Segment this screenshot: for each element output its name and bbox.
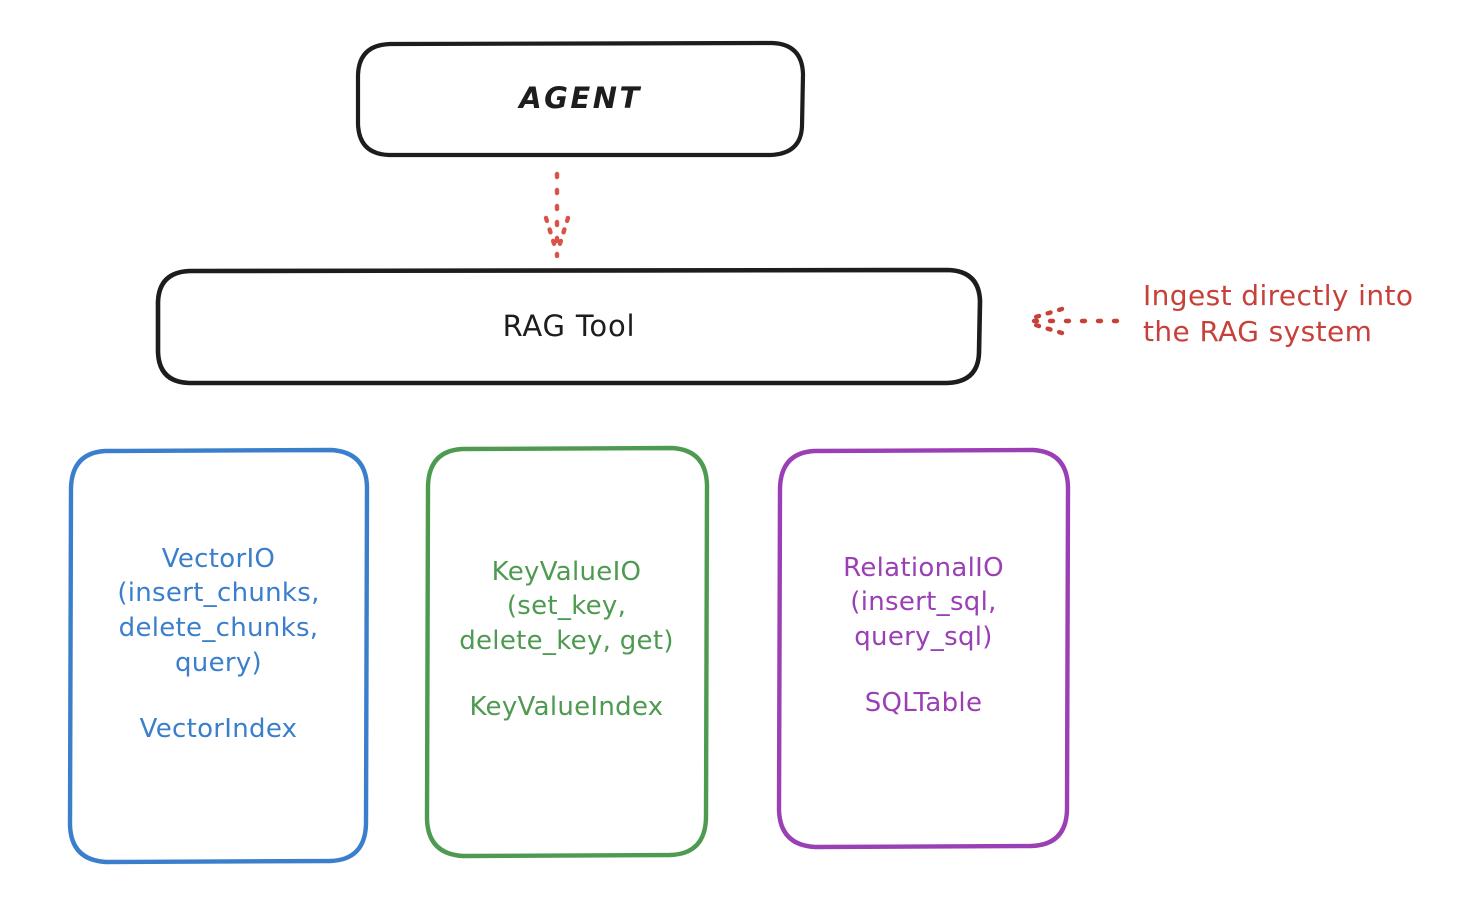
node-key-value-io[interactable]: KeyValueIO (set_key, delete_key, get) Ke…	[426, 447, 707, 856]
node-key-value-io-content: KeyValueIO (set_key, delete_key, get) Ke…	[426, 555, 707, 749]
node-rag-tool-label: RAG Tool	[502, 308, 636, 343]
node-relational-io-index: SQLTable	[864, 688, 983, 719]
node-agent[interactable]: AGENT	[357, 42, 804, 156]
node-vector-io-content: VectorIO (insert_chunks, delete_chunks, …	[69, 542, 368, 770]
ingest-pointer-arrow	[1026, 306, 1120, 336]
node-key-value-io-label: KeyValueIO (set_key, delete_key, get)	[459, 556, 674, 656]
annotation-ingest-note: Ingest directly into the RAG system	[1143, 279, 1414, 349]
node-relational-io-label: RelationalIO (insert_sql, query_sql)	[843, 552, 1004, 652]
node-rag-tool[interactable]: RAG Tool	[157, 269, 981, 384]
node-vector-io-index: VectorIndex	[139, 714, 298, 745]
node-key-value-io-index: KeyValueIndex	[469, 692, 664, 723]
node-vector-io-label: VectorIO (insert_chunks, delete_chunks, …	[117, 543, 320, 678]
node-relational-io-content: RelationalIO (insert_sql, query_sql) SQL…	[779, 551, 1068, 745]
node-agent-label: AGENT	[519, 81, 642, 116]
agent-to-rag-tool-arrow	[543, 171, 571, 259]
node-vector-io[interactable]: VectorIO (insert_chunks, delete_chunks, …	[69, 449, 368, 863]
node-relational-io[interactable]: RelationalIO (insert_sql, query_sql) SQL…	[779, 449, 1068, 846]
